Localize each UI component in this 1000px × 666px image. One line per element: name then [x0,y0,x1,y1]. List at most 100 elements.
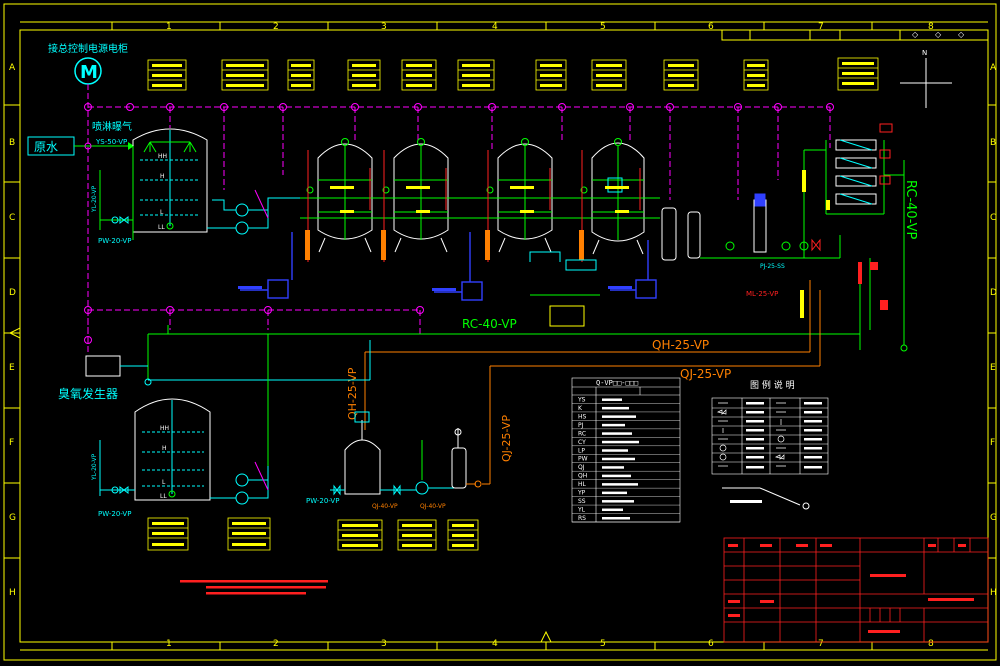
row-label-d-r: D [990,288,997,298]
pipe-qj25-right: QJ-25-VP [680,367,731,381]
legend-title: 图 例 说 明 [750,379,795,391]
code-row-desc [602,415,636,418]
ro-right-tags [858,262,888,310]
col-label-2: 2 [273,22,279,32]
col-label-4b: 4 [492,639,498,649]
pipe-rc40-right: RC-40-VP [903,180,918,240]
svg-text:◇: ◇ [912,30,919,39]
dosing-units-blue [240,232,657,301]
pipe-rc40-main: RC-40-VP [462,317,517,331]
filter-annotations [330,186,629,213]
row-label-c: C [9,213,15,223]
col-label-8b: 8 [928,639,934,649]
col-label-4: 4 [492,22,498,32]
top-tank-valves [111,216,129,224]
row-label-f-r: F [990,438,995,448]
col-label-5: 5 [600,22,606,32]
code-row-desc [602,432,632,435]
ro-right-tags-yellow [800,170,830,318]
row-label-h-r: H [990,588,997,598]
code-row-code: SS [578,498,586,505]
col-label-1b: 1 [166,639,172,649]
product-water-tank [330,411,381,496]
pipe-qj40-a: QJ-40-VP [372,503,398,510]
row-label-g: G [9,513,16,523]
col-label-6: 6 [708,22,714,32]
col-label-6b: 6 [708,639,714,649]
svg-text:L: L [162,479,166,486]
row-label-a: A [9,63,16,73]
svg-text:HH: HH [160,425,169,432]
code-row-code: RS [578,515,586,522]
pipe-ml25: ML-25-VP [746,290,778,298]
center-mark-left [8,327,21,339]
code-row-code: PJ [578,422,584,429]
qj25-line [489,290,821,484]
pipe-pw20-bottom: PW-20-VP [98,510,131,518]
code-row-code: YP [577,490,586,497]
bottom-info-boxes [147,517,479,551]
row-label-d: D [9,288,16,298]
col-label-3b: 3 [381,639,387,649]
code-row-desc [602,449,628,452]
pump-hp [700,193,840,259]
mid-connection [529,251,600,327]
filter-vessels [317,142,645,255]
row-label-b: B [9,138,15,148]
dosing-labels [238,286,632,291]
pipe-yl20-top: YL-20-VP [91,185,98,213]
aeration-tank [132,128,208,233]
svg-text:臭氧发生器: 臭氧发生器 [58,386,118,401]
code-row-desc [602,466,624,469]
grid-labels: 1 2 3 4 5 6 7 8 1 2 3 4 5 6 7 8 A B C D … [9,22,997,649]
pipe-pj: PJ-25-SS [760,263,785,270]
control-cabinet-label: 接总控制电源电柜 [48,42,128,55]
code-row-code: RC [578,430,586,437]
svg-text:H: H [162,445,167,452]
code-row-code: CY [578,439,586,446]
row-label-f: F [9,438,14,448]
pipe-ys50: YS-50-VP [95,138,127,146]
svg-text:M: M [80,62,98,83]
spray-aeration-label: 喷淋曝气 [92,120,132,133]
cyan-return-line [148,340,371,381]
row-label-e: E [9,363,15,373]
pipe-pw20-mid: PW-20-VP [306,497,339,505]
qh25-line [364,280,811,430]
filter-internals [300,145,660,240]
legend-symbols [716,402,786,467]
code-row-code: K [578,405,583,412]
row-label-g-r: G [990,513,997,523]
filter-vertical-tags [305,230,584,260]
code-row-code: YL [577,507,586,514]
svg-text:HH: HH [158,153,167,160]
row-label-e-r: E [990,363,996,373]
row-label-h: H [9,588,16,598]
lift-pumps-top [207,189,308,235]
ozone-generator: 臭氧发生器 [58,355,152,401]
svg-text:◇: ◇ [958,30,965,39]
svg-text:LL: LL [160,493,167,500]
code-table-header: Q-VP□□-□□□ [596,379,638,387]
col-label-8: 8 [928,22,934,32]
filter-gauges [306,138,623,194]
code-row-code: YS [577,396,586,403]
tank-level-marks-bottom: HH H L LL [160,425,169,500]
ozone-contact-tank [134,398,211,501]
top-title-strip [721,29,989,41]
code-row-code: HS [578,413,587,420]
code-row-desc [602,423,625,427]
top-right-marks: ◇◇◇ [912,30,965,39]
svg-text:H: H [160,173,165,180]
pipe-qj40-b: QJ-40-VP [420,503,446,510]
col-label-7: 7 [818,22,824,32]
code-row-code: PW [578,456,588,463]
ro-membrane-rack [803,123,893,258]
north-label: N [922,49,927,57]
row-label-c-r: C [990,213,996,223]
spray-nozzles [143,141,197,153]
compass: N [900,49,952,108]
header-info-boxes [147,57,879,91]
